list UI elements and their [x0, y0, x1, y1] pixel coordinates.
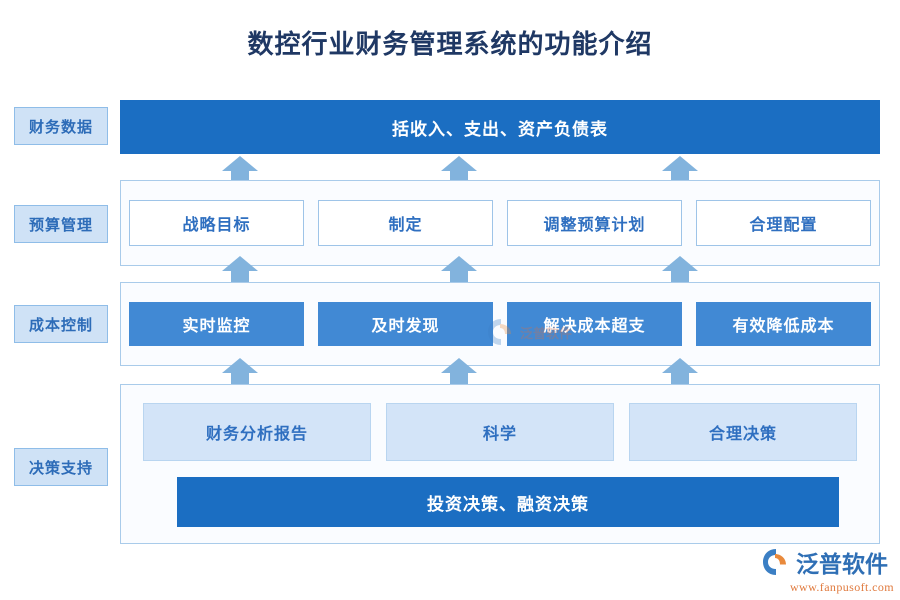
- category-label-cost-control: 成本控制: [14, 305, 108, 343]
- up-arrow-icon: [660, 256, 700, 284]
- up-arrow-icon: [220, 156, 260, 184]
- up-arrow-icon: [220, 256, 260, 284]
- row-cost-control: 实时监控 及时发现 解决成本超支 有效降低成本: [120, 282, 880, 366]
- cost-item-box[interactable]: 实时监控: [129, 302, 304, 346]
- brand-logo: 泛普软件 www.fanpusoft.com: [762, 545, 894, 594]
- category-label-financial-data: 财务数据: [14, 107, 108, 145]
- row-financial-data: 括收入、支出、资产负债表: [120, 100, 880, 154]
- cost-item-box[interactable]: 解决成本超支: [507, 302, 682, 346]
- up-arrow-icon: [439, 156, 479, 184]
- up-arrow-icon: [660, 156, 700, 184]
- budget-item-box[interactable]: 调整预算计划: [507, 200, 682, 246]
- decision-support-banner: 投资决策、融资决策: [177, 477, 839, 527]
- up-arrow-icon: [439, 256, 479, 284]
- up-arrow-icon: [660, 358, 700, 386]
- row-decision-support: 财务分析报告 科学 合理决策 投资决策、融资决策: [120, 384, 880, 544]
- decision-item-group: 财务分析报告 科学 合理决策: [143, 403, 857, 461]
- decision-item-box[interactable]: 财务分析报告: [143, 403, 371, 461]
- decision-item-box[interactable]: 科学: [386, 403, 614, 461]
- up-arrow-icon: [439, 358, 479, 386]
- category-label-budget-management: 预算管理: [14, 205, 108, 243]
- cost-item-box[interactable]: 及时发现: [318, 302, 493, 346]
- fanpu-logo-mark-icon: [763, 549, 786, 575]
- financial-data-banner-text: 括收入、支出、资产负债表: [392, 119, 608, 139]
- brand-logo-row: 泛普软件: [762, 545, 894, 579]
- brand-name: 泛普软件: [796, 552, 888, 577]
- row-budget-management: 战略目标 制定 调整预算计划 合理配置: [120, 180, 880, 266]
- category-label-decision-support: 决策支持: [14, 448, 108, 486]
- page-title: 数控行业财务管理系统的功能介绍: [247, 30, 653, 59]
- decision-item-box[interactable]: 合理决策: [629, 403, 857, 461]
- budget-item-box[interactable]: 合理配置: [696, 200, 871, 246]
- brand-url: www.fanpusoft.com: [789, 580, 894, 594]
- budget-item-box[interactable]: 制定: [318, 200, 493, 246]
- cost-item-box[interactable]: 有效降低成本: [696, 302, 871, 346]
- budget-item-box[interactable]: 战略目标: [129, 200, 304, 246]
- up-arrow-icon: [220, 358, 260, 386]
